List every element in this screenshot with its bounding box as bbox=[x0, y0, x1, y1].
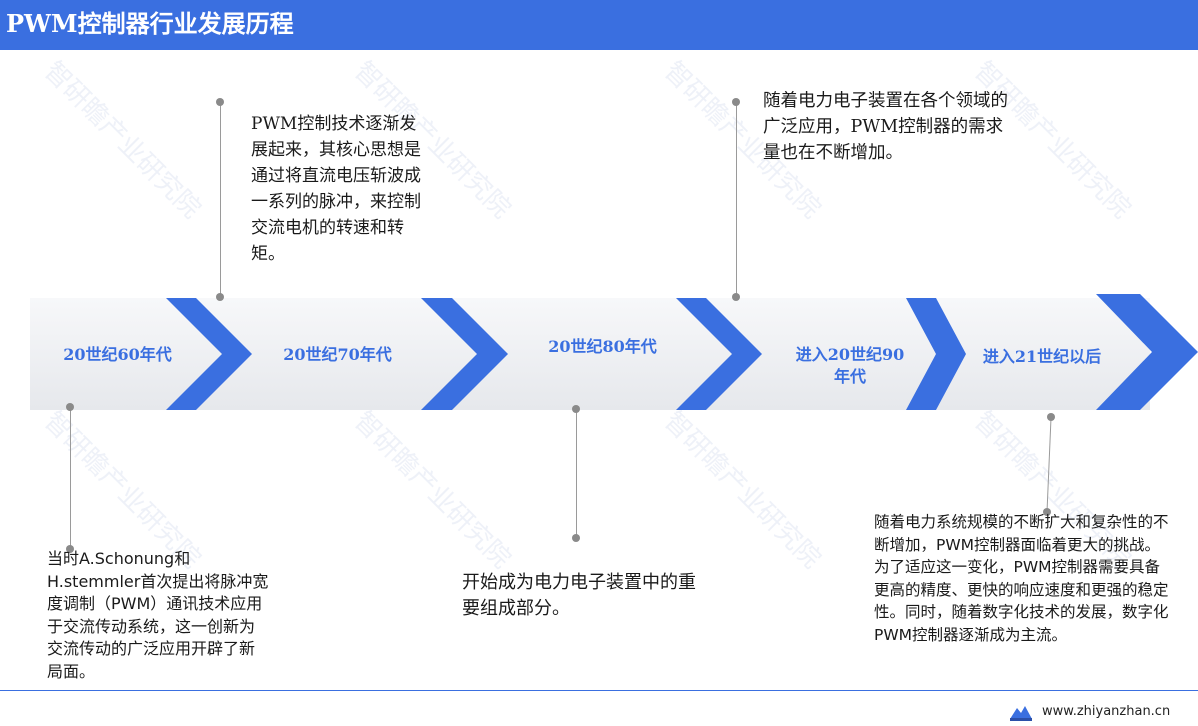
connector-dot bbox=[66, 403, 74, 411]
footer-url[interactable]: www.zhiyanzhan.cn bbox=[1042, 704, 1171, 719]
mountain-logo-icon bbox=[1010, 706, 1032, 721]
connector-dot bbox=[1047, 413, 1055, 421]
note-21c: 随着电力系统规模的不断扩大和复杂性的不断增加，PWM控制器面临着更大的挑战。为了… bbox=[874, 513, 1169, 644]
connector-dot bbox=[572, 405, 580, 413]
note-60s: 当时A.Schonung和H.stemmler首次提出将脉冲宽度调制（PWM）通… bbox=[47, 549, 269, 681]
stage-label-80s: 20世纪80年代 bbox=[548, 337, 657, 356]
connector-dot bbox=[572, 534, 580, 542]
connector-dot bbox=[732, 98, 740, 106]
note-90s: 随着电力电子装置在各个领域的广泛应用，PWM控制器的需求量也在不断增加。 bbox=[763, 91, 1008, 163]
chevron-60s bbox=[166, 298, 252, 410]
chevron-90s bbox=[906, 298, 966, 410]
connector-dot bbox=[66, 545, 74, 553]
chevron-70s bbox=[421, 298, 508, 410]
stage-label-21c: 进入21世纪以后 bbox=[982, 347, 1102, 366]
title-bar: PWM控制器行业发展历程 bbox=[0, 0, 1198, 50]
connector-dot bbox=[1043, 508, 1051, 516]
note-80s: 开始成为电力电子装置中的重要组成部分。 bbox=[462, 572, 696, 619]
note-70s: PWM控制技术逐渐发展起来，其核心思想是通过将直流电压斩波成一系列的脉冲，来控制… bbox=[251, 114, 421, 264]
stage-label-60s: 20世纪60年代 bbox=[63, 345, 172, 364]
stage-label-70s: 20世纪70年代 bbox=[283, 345, 392, 364]
connector-60s bbox=[70, 408, 71, 550]
stage-label-90s: 进入20世纪90年代 bbox=[795, 345, 905, 386]
connector-dot bbox=[732, 293, 740, 301]
connector-80s bbox=[576, 410, 577, 538]
page-title: PWM控制器行业发展历程 bbox=[6, 9, 294, 38]
chevron-80s bbox=[676, 298, 762, 410]
connector-90s bbox=[736, 103, 737, 297]
footer-rule bbox=[0, 690, 1198, 691]
connector-dot bbox=[216, 293, 224, 301]
connector-70s bbox=[220, 103, 221, 297]
chevron-21c bbox=[1096, 294, 1198, 410]
connector-dot bbox=[216, 98, 224, 106]
